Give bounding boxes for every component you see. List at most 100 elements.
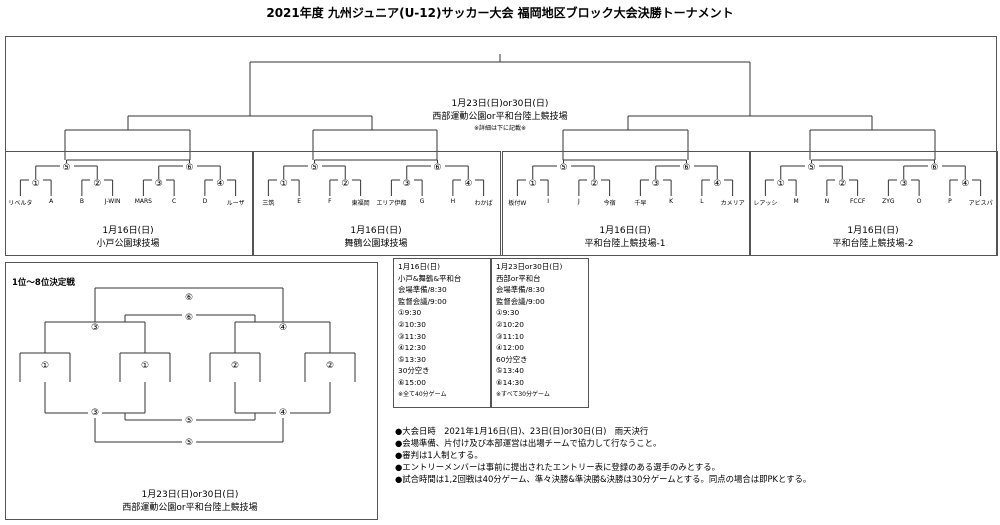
block2-team: 三筑 [262,200,275,207]
block2-r1-label: ② [338,179,353,189]
placement-low5b: ⑤ [182,438,196,448]
final-frame [5,36,997,256]
block4-team: O [916,198,922,205]
block4-venue: 平和台陸上競技場-2 [832,239,914,249]
schedule1-line: ⑥15:00 [398,377,426,387]
block4-team: ZYG [882,198,895,205]
block3-r2-label: ⑤ [556,163,571,173]
note-item: ●審判は1人制とする。 [395,450,483,460]
schedule1-line: 小戸&舞鶴&平和台 [398,273,462,283]
block3-r1-label: ③ [648,179,663,189]
block3-venue: 平和台陸上競技場-1 [584,239,666,249]
block3-r1-label: ① [525,179,540,189]
block2-r2-label: ⑤ [307,163,322,173]
block1-team: C [172,198,177,205]
placement-frame [5,262,378,520]
block-frame-4 [750,151,998,256]
block3-team: I [547,198,550,205]
placement-top6: ⑥ [182,293,196,303]
placement-low4: ④ [276,408,290,418]
block3-team: K [669,198,674,205]
placement-heading: 1位～8位決定戦 [12,278,75,288]
block3-team: カメリア [720,200,745,207]
block3-team: J [577,198,580,205]
block4-r1-label: ③ [896,179,911,189]
block4-r1-label: ① [773,179,788,189]
block1-team: A [49,198,54,205]
schedule2-line: ③11:10 [496,331,524,341]
placement-m1a: ① [38,361,52,371]
schedule2-line: ①9:30 [496,308,520,318]
schedule2-line: 監督会議/9:00 [496,296,545,306]
block-frame-2 [253,151,501,256]
placement-low3: ③ [88,408,102,418]
schedule1-line: 監督会議/9:00 [398,296,447,306]
block4-team: レアッシ [753,200,778,207]
block1-r1-label: ② [90,179,105,189]
placement-date: 1月23日(日)or30日(日) [141,490,239,500]
block3-r2-label: ⑥ [679,163,694,173]
block2-team: E [297,198,302,205]
note-item: ●大会日時 2021年1月16日(日)、23日(日)or30日(日) 雨天決行 [395,426,649,436]
block2-team: エリア伊都 [376,200,407,207]
block1-r1-label: ① [28,179,43,189]
block3-date: 1月16日(日) [599,226,651,236]
schedule2-line: 会場準備/8:30 [496,285,545,295]
block3-team: L [700,198,704,205]
block1-team: ルーザ [226,200,245,207]
block4-team: M [793,198,799,205]
block1-team: リベルタ [8,200,33,207]
schedule1-line: ③11:30 [398,331,426,341]
schedule1-line: 30分空き [398,366,430,376]
block1-r1-label: ④ [213,179,228,189]
block3-team: 千早 [634,200,647,207]
schedule1-line: ⑤13:30 [398,354,426,364]
placement-m1c: ② [228,361,242,371]
block1-team: MARS [134,198,152,205]
block4-r2-label: ⑤ [804,163,819,173]
block-frame-1 [5,151,253,256]
block2-r1-label: ① [276,179,291,189]
schedule2-line: ④12:00 [496,343,524,353]
schedule2-line: ⑥14:30 [496,377,524,387]
placement-mid6: ⑥ [182,313,196,323]
note-item: ●試合時間は1,2回戦は40分ゲーム、準々決勝&準決勝&決勝は30分ゲームとする… [395,474,812,484]
placement-venue: 西部運動公園or平和台陸上競技場 [122,503,258,513]
block1-team: J-WIN [104,198,121,205]
block3-r1-label: ④ [710,179,725,189]
block2-team: H [450,198,456,205]
notes-list: ●大会日時 2021年1月16日(日)、23日(日)or30日(日) 雨天決行 ●… [395,425,811,485]
block2-team: G [419,198,425,205]
schedule1-line: 1月16日(日) [398,262,441,271]
final-date: 1月23日(日)or30日(日) [451,99,549,109]
schedule1-note: ※全て40分ゲーム [398,390,447,398]
placement-low5a: ⑤ [182,416,196,426]
block4-r1-label: ④ [958,179,973,189]
placement-m3b: ④ [276,323,290,333]
block2-date: 1月16日(日) [350,226,402,236]
placement-m1d: ② [323,361,337,371]
page-title: 2021年度 九州ジュニア(U-12)サッカー大会 福岡地区ブロック大会決勝トー… [266,6,734,20]
block4-date: 1月16日(日) [847,226,899,236]
block4-team: FCCF [849,198,866,205]
note-item: ●エントリーメンバーは事前に提出されたエントリー表に登録のある選手のみとする。 [395,462,720,472]
block2-team: 東福岡 [351,200,370,207]
block2-venue: 舞鶴公園球技場 [344,239,408,249]
block3-team: 板付W [508,200,527,207]
final-note: ※詳細は下に記載※ [473,125,527,132]
block2-r1-label: ③ [399,179,414,189]
block1-r1-label: ③ [151,179,166,189]
block4-r1-label: ② [835,179,850,189]
placement-m1b: ① [138,361,152,371]
schedule2-line: 西部or平和台 [496,273,541,283]
schedule1-line: ②10:30 [398,319,426,329]
block1-team: D [202,198,208,205]
schedule2-note: ※すべて30分ゲーム [496,390,550,398]
schedule1-line: ④12:30 [398,343,426,353]
note-item: ●会場準備、片付け及び本部運営は出場チームで協力して行なうこと。 [395,438,662,448]
